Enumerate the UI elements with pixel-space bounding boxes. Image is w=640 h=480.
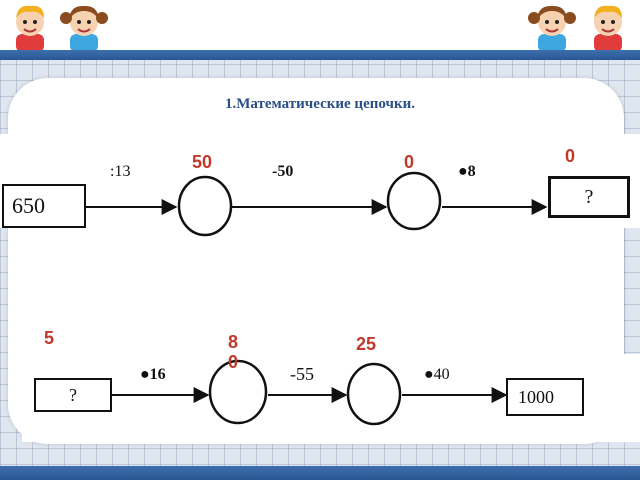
chain2-answer-1: 5 [44, 328, 55, 348]
chain2-circle-1 [208, 359, 268, 425]
chain2-start-box: ? [34, 378, 112, 412]
chain1-answer-2: 0 [404, 152, 415, 172]
header-stripe [0, 50, 640, 60]
chain1-start-box: 650 [2, 184, 86, 228]
chain1-answer-1: 50 [192, 152, 213, 172]
chain2-answer-3: 25 [356, 334, 377, 354]
chain1-circle-1 [177, 175, 233, 237]
chain2-op-2: -55 [290, 364, 314, 384]
chain2-op-1: ●16 [140, 366, 166, 383]
chain2-answer-2: 80 [228, 332, 239, 372]
chain1-op-3: ●8 [458, 163, 476, 180]
girl-icon [60, 5, 108, 52]
footer-stripe [0, 466, 640, 480]
page-title: 1.Математические цепочки. [225, 96, 415, 112]
chain2-op-3: ●40 [424, 366, 450, 383]
chain2-circle-2 [346, 362, 402, 426]
boy-icon [594, 5, 622, 52]
chain1-circle-2 [386, 171, 442, 231]
chain1-op-1: :13 [110, 163, 131, 180]
chain1-answer-3: 0 [565, 146, 576, 166]
girl-icon [528, 5, 576, 52]
chain1-end-box: ? [548, 176, 630, 218]
chain2-end-box: 1000 [506, 378, 584, 416]
boy-icon [16, 5, 44, 52]
chain1-op-2: -50 [272, 163, 294, 180]
header-band [0, 0, 640, 52]
